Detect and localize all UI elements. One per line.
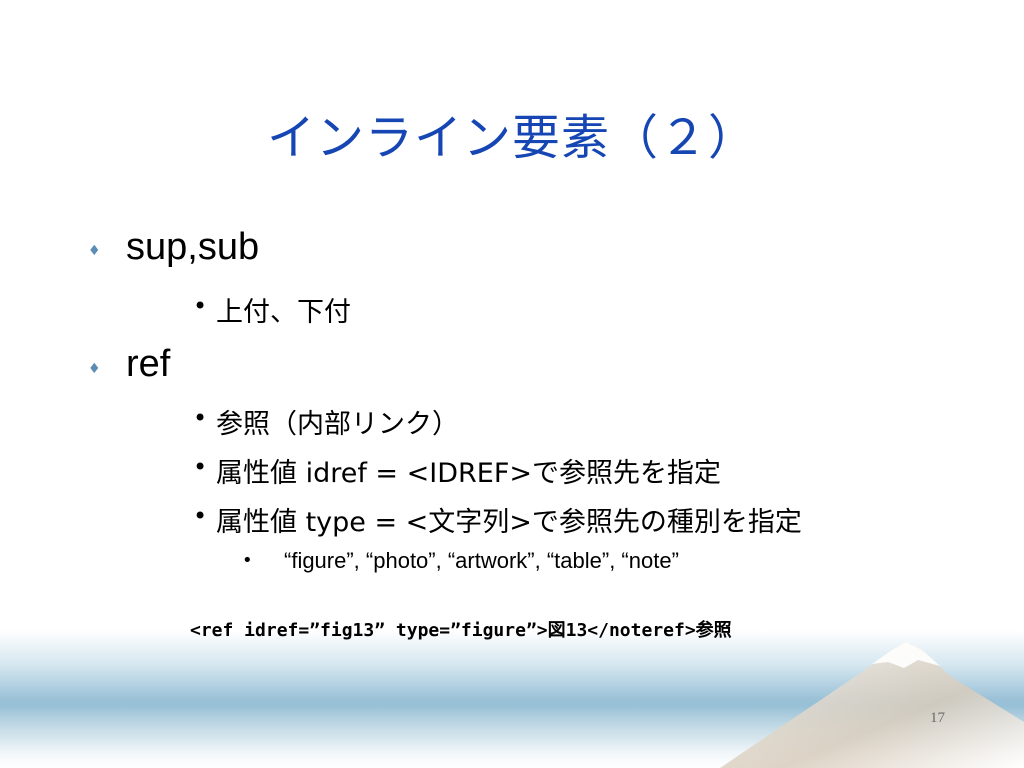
bullet-l1-sup-sub: sup,sub — [126, 226, 260, 268]
bullet-dot-icon: • — [193, 292, 208, 320]
bullet-l2-reference: 参照（内部リンク） — [216, 409, 459, 440]
bullet-dot-icon: • — [193, 404, 208, 432]
bullet-dot-icon: • — [193, 453, 208, 481]
bullet-l2-type: 属性値 type = <文字列>で参照先の種別を指定 — [216, 507, 802, 538]
page-number: 17 — [930, 710, 945, 726]
bullet-l2-superscript: 上付、下付 — [216, 297, 351, 328]
bullet-dot-icon: • — [193, 502, 208, 530]
bullet-dot-icon: • — [242, 550, 253, 571]
bullet-diamond-icon: ♦ — [88, 243, 101, 259]
slide-title: インライン要素（２） — [266, 110, 757, 166]
bullet-l1-ref: ref — [126, 343, 171, 385]
bullet-l3-type-values: “figure”, “photo”, “artwork”, “table”, “… — [284, 548, 679, 573]
mountain-shape — [720, 642, 1024, 768]
mountain-snowcap — [872, 642, 940, 668]
bullet-l2-idref: 属性値 idref = <IDREF>で参照先を指定 — [216, 458, 721, 489]
code-example: <ref idref=”fig13” type=”figure”>図13</no… — [190, 620, 732, 641]
bullet-diamond-icon: ♦ — [88, 361, 101, 377]
